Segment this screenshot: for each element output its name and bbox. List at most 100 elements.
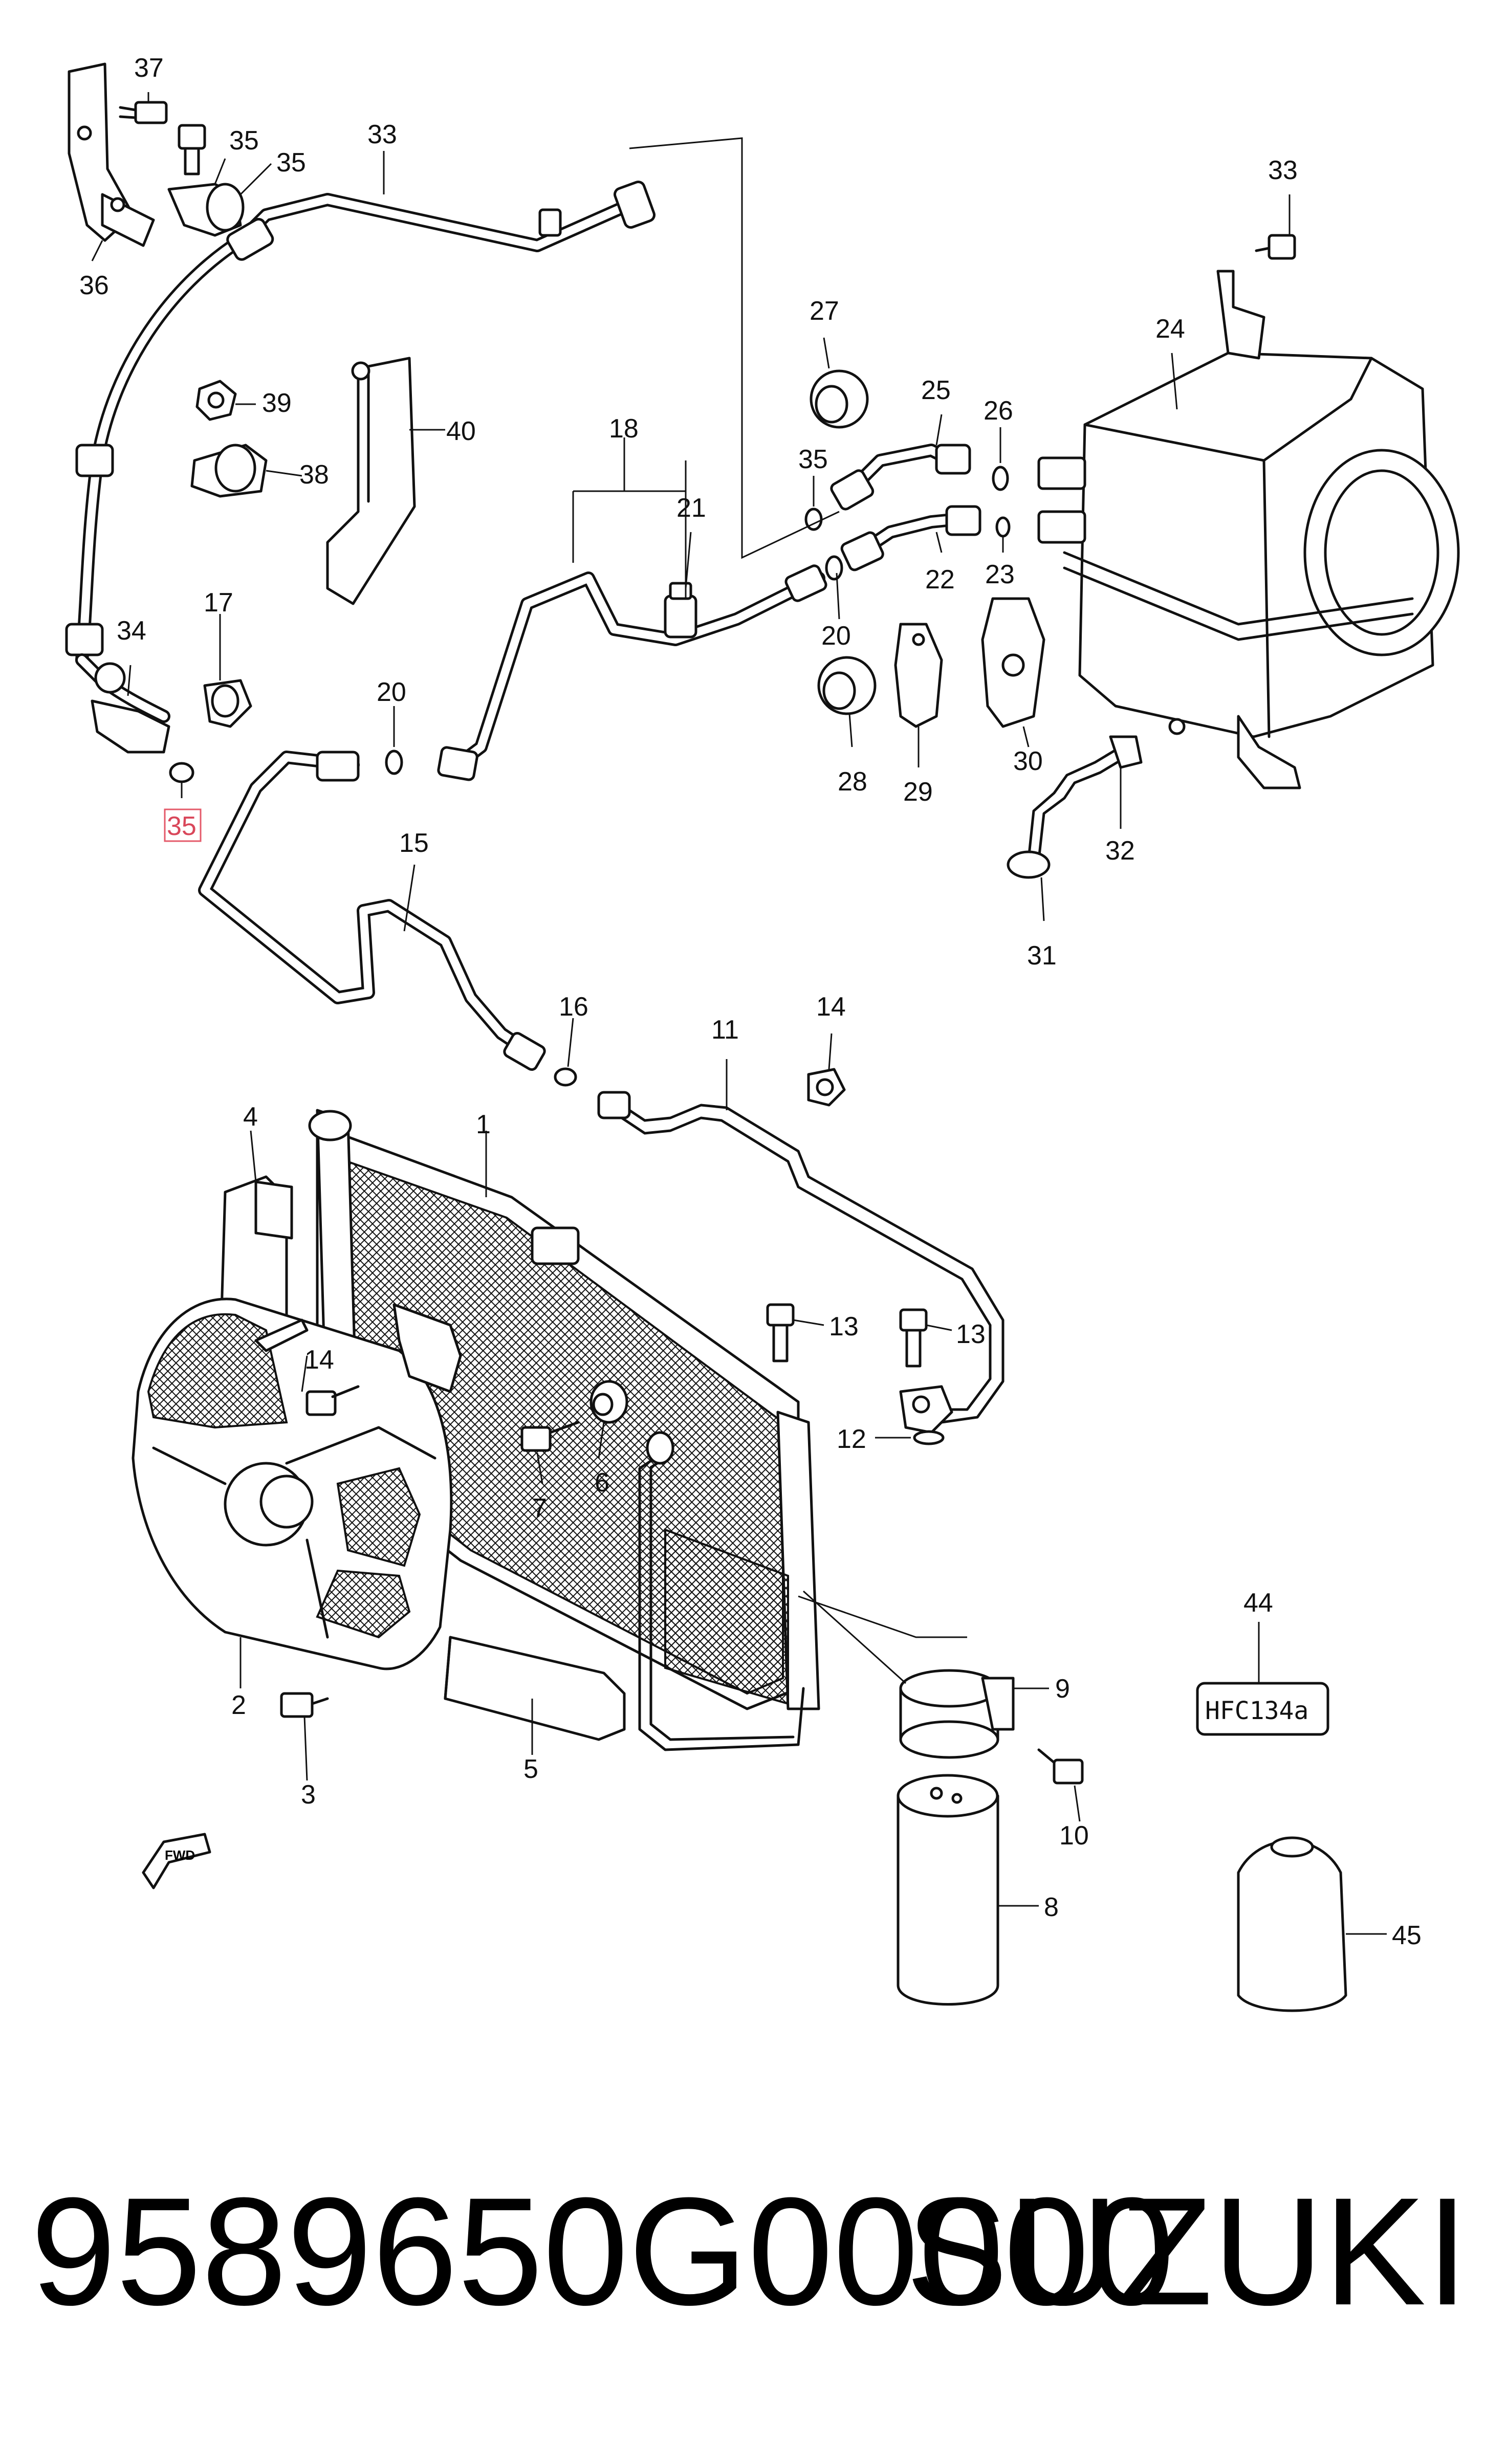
bolt-38 bbox=[178, 124, 206, 175]
callout-22: 22 bbox=[925, 565, 955, 595]
callout-25: 25 bbox=[921, 376, 951, 405]
callout-32: 32 bbox=[1105, 836, 1135, 866]
diagram-canvas: HFC134a FWD bbox=[65, 53, 1460, 2012]
bolt-7 bbox=[520, 1421, 580, 1452]
bolt-3 bbox=[280, 1692, 329, 1718]
callout-numbers: 37 35 35 36 33 39 38 40 17 34 35 18 21 3… bbox=[79, 53, 1422, 1950]
callout-44: 44 bbox=[1243, 1588, 1273, 1618]
pipe-31-32 bbox=[1007, 718, 1186, 879]
brand-name: SUZUKI bbox=[905, 2165, 1469, 2337]
callout-19: 18 bbox=[609, 414, 639, 444]
callout-27: 27 bbox=[810, 296, 839, 326]
callout-30: 30 bbox=[1013, 746, 1043, 776]
bracket-30 bbox=[981, 597, 1045, 728]
bolt-13-left bbox=[766, 1303, 795, 1362]
callout-3: 3 bbox=[301, 1780, 316, 1810]
fitting-12-13 bbox=[899, 1385, 953, 1445]
callout-1: 1 bbox=[476, 1110, 491, 1139]
callout-38: 35 bbox=[229, 126, 259, 156]
callout-13-right: 13 bbox=[956, 1319, 986, 1349]
leader-lines bbox=[91, 92, 1387, 1935]
hose-19 bbox=[437, 564, 827, 781]
pipe-11 bbox=[597, 1091, 1004, 1424]
bracket-43 bbox=[326, 357, 416, 605]
evaporator-case-24 bbox=[1037, 270, 1460, 789]
callout-45: 45 bbox=[1392, 1921, 1422, 1950]
nut-42 bbox=[195, 380, 237, 421]
callout-20-lower: 20 bbox=[377, 677, 406, 707]
o-ring-23 bbox=[995, 516, 1011, 538]
grommet-6 bbox=[589, 1380, 628, 1424]
callout-4: 4 bbox=[243, 1102, 258, 1132]
callout-31: 31 bbox=[1027, 941, 1057, 971]
callout-35-highlighted: 35 bbox=[167, 811, 196, 841]
callout-43: 40 bbox=[446, 416, 476, 446]
callout-24: 24 bbox=[1155, 314, 1185, 344]
screw-10 bbox=[1037, 1748, 1084, 1785]
bracket-39 bbox=[68, 62, 155, 247]
callout-10: 10 bbox=[1059, 1821, 1089, 1851]
callout-7: 7 bbox=[532, 1493, 547, 1523]
callout-21: 21 bbox=[676, 493, 706, 523]
o-ring-26 bbox=[992, 466, 1009, 491]
fan-shroud-2 bbox=[132, 1297, 453, 1670]
callout-14: 14 bbox=[304, 1345, 334, 1375]
callout-11: 11 bbox=[711, 1015, 739, 1045]
callout-2: 2 bbox=[231, 1690, 246, 1720]
callout-16: 15 bbox=[399, 828, 429, 858]
clamp-37 bbox=[167, 183, 245, 237]
hose-25 bbox=[830, 444, 971, 511]
callout-39: 36 bbox=[79, 271, 109, 300]
callout-5: 5 bbox=[523, 1754, 538, 1784]
part-number: 9589650G00000 bbox=[31, 2165, 1175, 2337]
bracket-29 bbox=[894, 623, 943, 728]
bolt-14 bbox=[305, 1385, 360, 1416]
label-44: HFC134a bbox=[1196, 1682, 1329, 1736]
callout-23: 23 bbox=[985, 560, 1015, 589]
screw-33 bbox=[1255, 234, 1296, 260]
callout-29: 29 bbox=[903, 777, 933, 807]
callout-35-highlight bbox=[164, 808, 202, 842]
hose-22 bbox=[840, 505, 981, 571]
callout-17: 16 bbox=[559, 992, 588, 1022]
refrigerant-can-45 bbox=[1237, 1836, 1347, 2012]
fwd-arrow-text: FWD bbox=[165, 1847, 195, 1863]
callout-37: 35 bbox=[276, 148, 306, 178]
callout-15: 14 bbox=[816, 992, 846, 1022]
callout-8: 8 bbox=[1044, 1893, 1059, 1922]
clamp-18 bbox=[203, 679, 252, 728]
o-ring-20-upper bbox=[825, 555, 843, 581]
bolt-40 bbox=[119, 101, 168, 124]
o-ring-20-lower bbox=[385, 750, 403, 775]
bracket-9 bbox=[899, 1669, 1015, 1759]
footer-bar bbox=[0, 2052, 1507, 2464]
fwd-arrow-icon: FWD bbox=[142, 1833, 211, 1889]
hose-34 bbox=[65, 181, 656, 667]
callout-9: 9 bbox=[1055, 1674, 1070, 1704]
clamp-41 bbox=[190, 444, 268, 498]
grommet-28 bbox=[817, 656, 877, 715]
hose-end-36 bbox=[75, 653, 170, 754]
callout-35-upper: 35 bbox=[798, 445, 828, 474]
receiver-pipe bbox=[638, 1431, 805, 1751]
callout-33: 33 bbox=[1268, 156, 1298, 185]
callout-40: 37 bbox=[134, 53, 164, 83]
o-ring-35-left bbox=[169, 762, 194, 783]
callout-6: 6 bbox=[595, 1468, 609, 1498]
callout-26: 26 bbox=[984, 396, 1013, 426]
label-44-text: HFC134a bbox=[1205, 1697, 1308, 1725]
callout-18: 17 bbox=[204, 588, 233, 618]
callout-42: 39 bbox=[262, 388, 292, 418]
clip-15 bbox=[807, 1068, 846, 1107]
callout-12: 12 bbox=[837, 1424, 866, 1454]
callout-20-upper: 20 bbox=[821, 621, 851, 651]
seal-5 bbox=[444, 1636, 626, 1741]
bracket-hatch-top bbox=[392, 1303, 462, 1393]
hose-16 bbox=[198, 751, 546, 1071]
receiver-dryer-8 bbox=[897, 1774, 999, 2006]
hatch-panel-right bbox=[664, 1528, 789, 1705]
callout-36: 34 bbox=[117, 616, 146, 646]
bolt-13-right bbox=[899, 1308, 928, 1368]
callout-34: 33 bbox=[367, 120, 397, 149]
